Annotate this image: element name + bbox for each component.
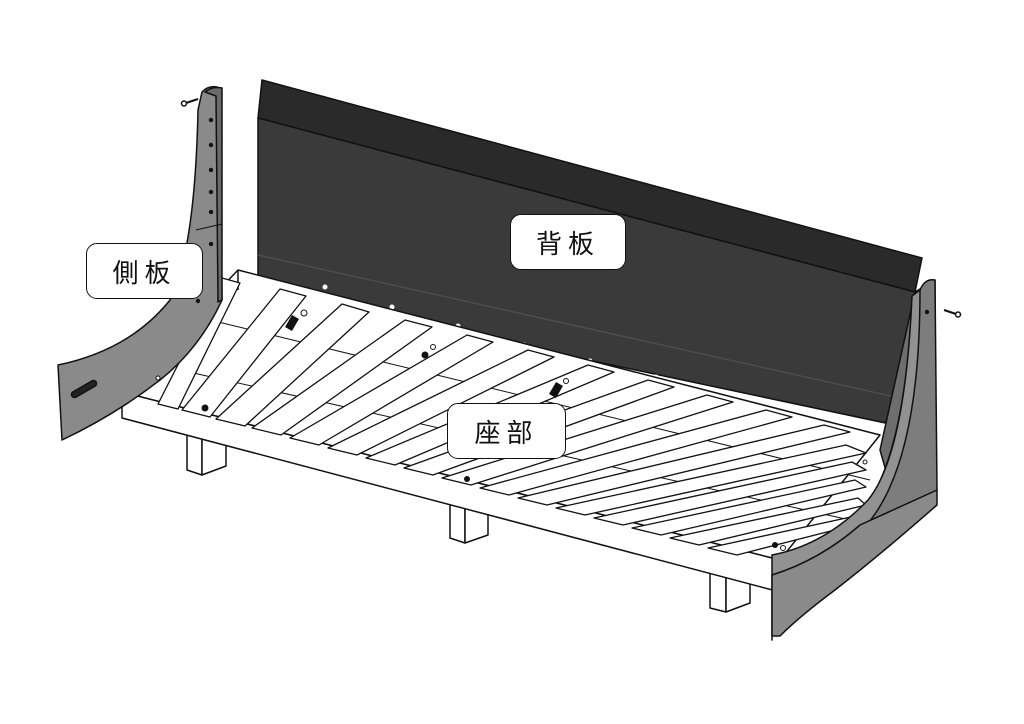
bolt-left-icon <box>180 98 199 107</box>
label-side-panel: 側板 <box>86 243 203 299</box>
hardware <box>201 314 778 548</box>
right-side-panel <box>771 278 938 641</box>
left-side-panel <box>57 85 223 441</box>
back-panel <box>257 79 923 428</box>
label-seat: 座部 <box>447 403 566 459</box>
label-back-panel: 背板 <box>510 214 626 270</box>
left-side-panel-holes <box>195 117 214 304</box>
bolt-right-icon <box>943 309 962 318</box>
